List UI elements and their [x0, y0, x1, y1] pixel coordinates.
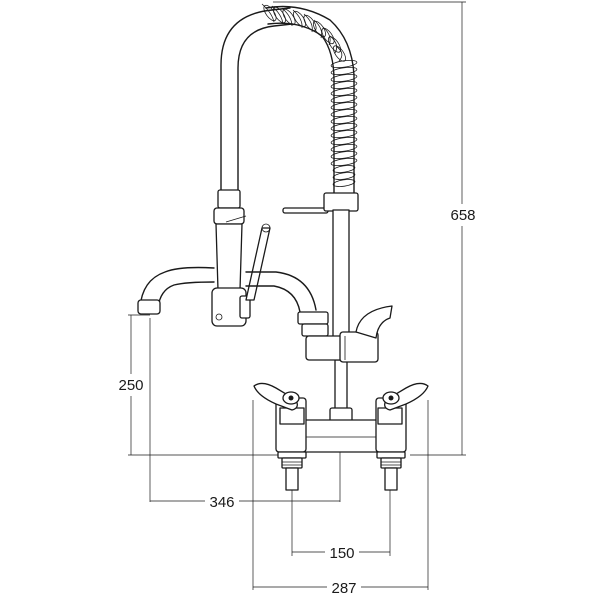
right-tap-valve	[375, 382, 429, 491]
gooseneck-hose	[220, 7, 293, 191]
pot-filler-spout	[137, 266, 329, 337]
dimension-label-height: 658	[450, 207, 475, 224]
dimension-label-reach: 346	[209, 494, 234, 511]
dimension-label-overall-width: 287	[331, 580, 356, 597]
dimension-label-tap-centres: 150	[329, 545, 354, 562]
left-tap-valve	[253, 382, 307, 491]
spray-handset	[211, 189, 271, 327]
spring-coil	[261, 3, 358, 196]
riser-column	[329, 209, 353, 423]
dimension-lines	[128, 1, 466, 590]
spout-valve	[305, 305, 393, 363]
dimension-label-outlet-height: 250	[118, 377, 143, 394]
